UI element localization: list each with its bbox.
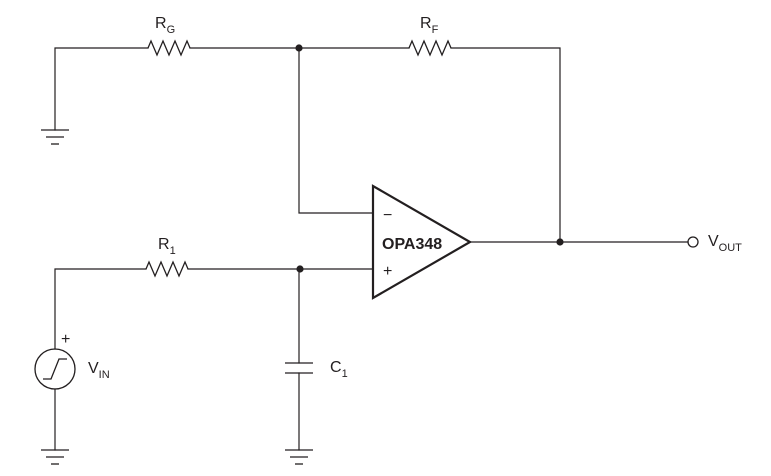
ground-symbol-rg — [41, 129, 69, 145]
wires — [54, 47, 689, 451]
step-waveform-icon — [43, 358, 67, 380]
c1-label: C1 — [330, 359, 348, 380]
opamp-triangle — [371, 184, 473, 300]
vout-terminal — [687, 236, 699, 248]
voltage-source-vin: + — [34, 331, 76, 390]
vin-label: VIN — [88, 360, 110, 381]
opamp-label: OPA348 — [382, 236, 442, 253]
capacitor-c1 — [285, 362, 313, 374]
rg-label: RG — [155, 15, 175, 36]
junction-node-input — [296, 265, 304, 273]
opamp: OPA348 − + — [371, 184, 473, 300]
junction-node-output — [556, 238, 564, 246]
ground-symbol-vin — [41, 449, 69, 465]
source-polarity-sign: + — [61, 331, 70, 348]
resistor-r1 — [145, 260, 189, 278]
vout-label: VOUT — [708, 233, 742, 254]
wire-junction-to-inverting-input — [298, 47, 374, 214]
wire-ground-to-rg — [54, 47, 149, 131]
inverting-input-sign: − — [383, 207, 392, 224]
wire-source-to-r1 — [54, 268, 147, 350]
resistor-rg — [147, 39, 191, 57]
wire-rf-to-output — [450, 47, 561, 243]
resistor-rf — [408, 39, 452, 57]
r1-label: R1 — [158, 236, 176, 257]
ground-symbol-c1 — [285, 449, 313, 465]
rf-label: RF — [420, 15, 439, 36]
junction-node-feedback — [295, 44, 303, 52]
noninverting-input-sign: + — [383, 263, 392, 280]
